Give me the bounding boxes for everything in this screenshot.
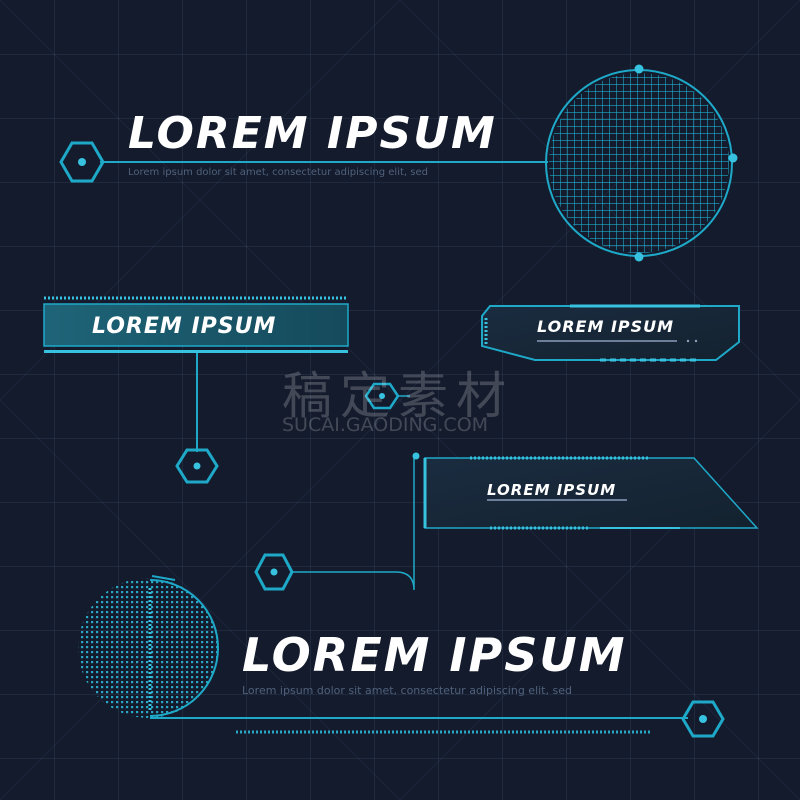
dotted-circle-icon (78, 575, 219, 718)
right-mid-panel-frame (423, 456, 759, 530)
hexagon-node-icon (175, 448, 219, 484)
right-top-panel-frame (481, 304, 740, 362)
right-top-subtext-bars (537, 340, 677, 342)
connector-line (290, 452, 420, 591)
right-top-panel-title: LOREM IPSUM (537, 317, 675, 336)
hexagon-node-icon (254, 553, 294, 591)
right-mid-subtext-bars (487, 499, 627, 501)
hexagon-node-icon (59, 141, 105, 183)
hexagon-node-icon (364, 382, 400, 410)
grid-circle-icon (545, 64, 738, 262)
headline-top-subtitle: Lorem ipsum dolor sit amet, consectetur … (128, 167, 428, 178)
watermark-url: SUCAI.GAODING.COM (282, 414, 489, 436)
hexagon-node-icon (681, 700, 725, 738)
right-mid-panel-title: LOREM IPSUM (487, 481, 617, 499)
headline-top-title: LOREM IPSUM (128, 108, 497, 159)
headline-bottom-title: LOREM IPSUM (242, 628, 627, 682)
left-panel-title: LOREM IPSUM (92, 314, 277, 339)
left-panel-frame (43, 296, 349, 452)
headline-bottom-subtitle: Lorem ipsum dolor sit amet, consectetur … (242, 684, 572, 697)
watermark-cn: 稿定素材 (282, 367, 514, 425)
